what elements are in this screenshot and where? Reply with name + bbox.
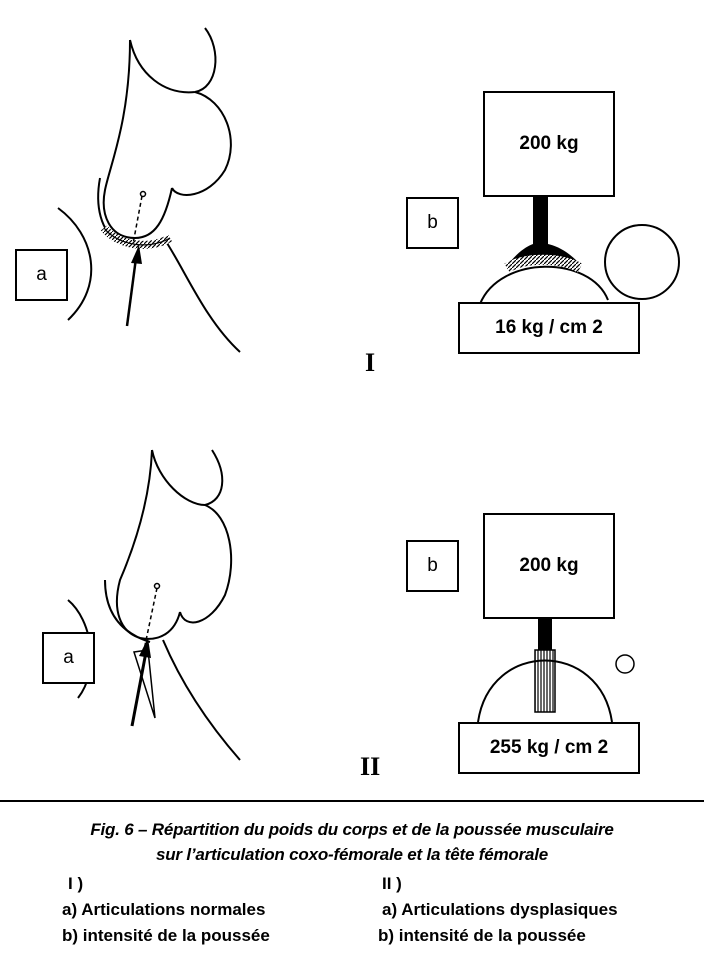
legend-left-a: a) Articulations normales — [62, 900, 266, 919]
weight-box-normal: 200 kg — [483, 91, 615, 197]
label-a-normal: a — [15, 249, 68, 301]
roman-numeral-I: I — [365, 348, 376, 377]
legend-right-heading: II ) — [382, 874, 402, 893]
size-circle-large — [604, 224, 680, 300]
size-circle-small — [615, 654, 635, 674]
figure-caption-line-1: Fig. 6 – Répartition du poids du corps e… — [90, 820, 614, 839]
legend-right-b: b) intensité de la poussée — [378, 926, 586, 945]
figure-drawing — [57, 27, 680, 761]
pressure-box-normal: 16 kg / cm 2 — [458, 302, 640, 354]
label-b-normal: b — [406, 197, 459, 249]
figure-caption-line-2: sur l’articulation coxo-fémorale et la t… — [155, 845, 549, 864]
legend-left-b: b) intensité de la poussée — [62, 926, 270, 945]
force-arrow-normal — [125, 245, 142, 327]
roman-numeral-II: II — [360, 752, 381, 781]
legend-right-a: a) Articulations dysplasiques — [382, 900, 618, 919]
force-arrow-dysplastic — [130, 638, 151, 727]
label-a-dysplastic: a — [42, 632, 95, 684]
pressure-box-dysplastic: 255 kg / cm 2 — [458, 722, 640, 774]
normal-hip-joint — [57, 27, 241, 353]
label-b-dysplastic: b — [406, 540, 459, 592]
load-apparatus-dysplastic — [477, 618, 635, 723]
load-apparatus-normal — [479, 195, 680, 305]
divider-line — [0, 800, 704, 802]
dysplastic-hip-joint — [67, 449, 241, 761]
weight-box-dysplastic: 200 kg — [483, 513, 615, 619]
legend-left-heading: I ) — [68, 874, 84, 893]
